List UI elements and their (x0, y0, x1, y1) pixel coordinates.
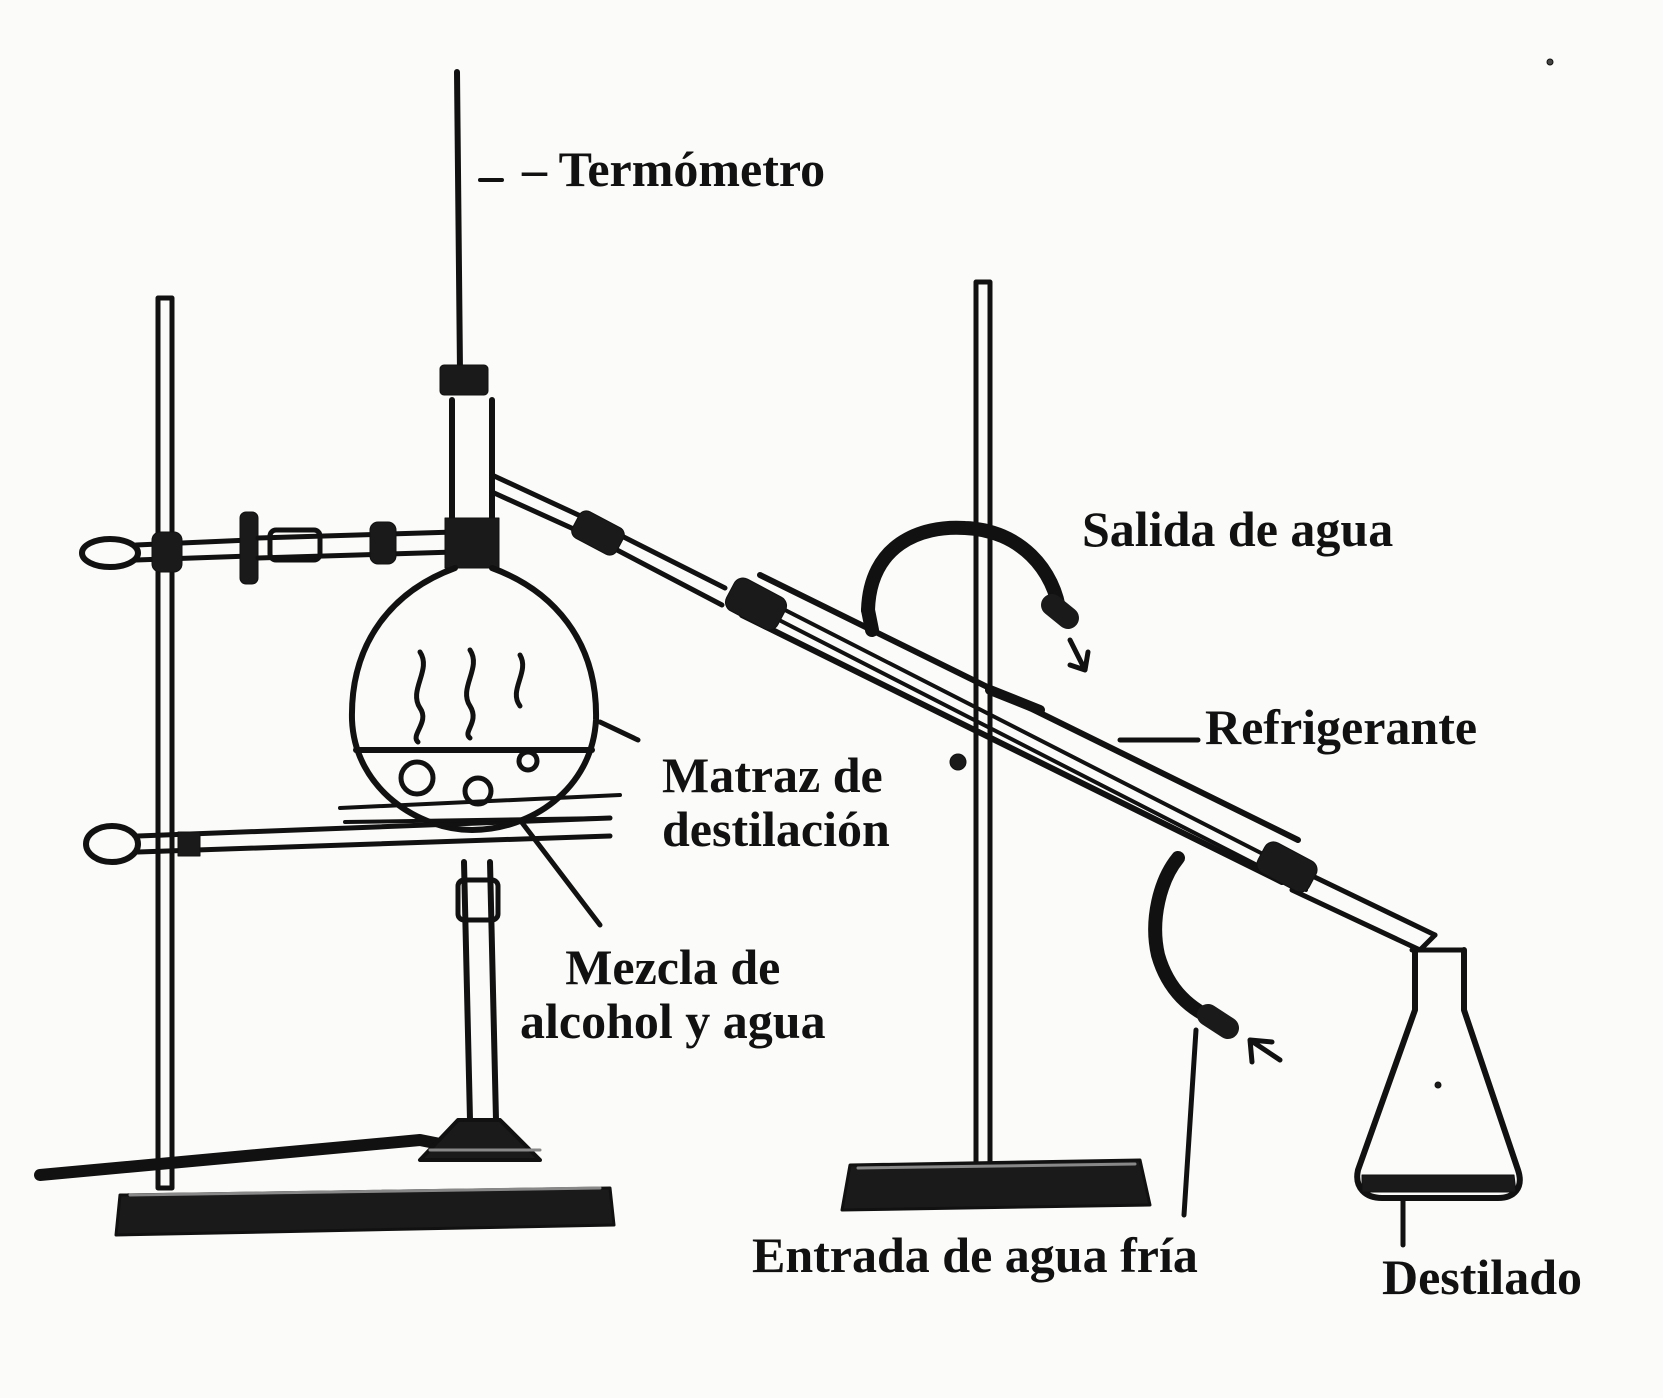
label-thermometer: – Termómetro (522, 141, 826, 197)
label-water-outlet: Salida de agua (1082, 501, 1394, 557)
label-mixture-line2: alcohol y agua (520, 993, 826, 1049)
label-mixture-line1: Mezcla de (565, 939, 781, 995)
label-distillate: Destilado (1382, 1249, 1582, 1305)
thermometer-icon (439, 69, 489, 396)
bunsen-burner-icon (418, 859, 542, 1162)
condenser-icon (724, 572, 1438, 953)
erlenmeyer-flask-icon (1354, 947, 1523, 1248)
label-flask-line2: destilación (662, 801, 890, 857)
label-condenser: Refrigerante (1205, 699, 1478, 755)
speck (1546, 58, 1554, 66)
label-flask-line1: Matraz de (662, 747, 883, 803)
label-mixture: Mezcla de alcohol y agua (520, 940, 826, 1048)
left-ring-stand (34, 295, 616, 1237)
label-cold-water-inlet: Entrada de agua fría (752, 1227, 1198, 1283)
water-inlet-hose (1148, 851, 1283, 1218)
ring-support (83, 793, 622, 928)
label-distillation-flask: Matraz de destilación (662, 748, 890, 856)
round-bottom-flask-icon (348, 397, 728, 833)
water-outlet-hose (861, 520, 1091, 673)
upper-clamp (79, 511, 458, 585)
